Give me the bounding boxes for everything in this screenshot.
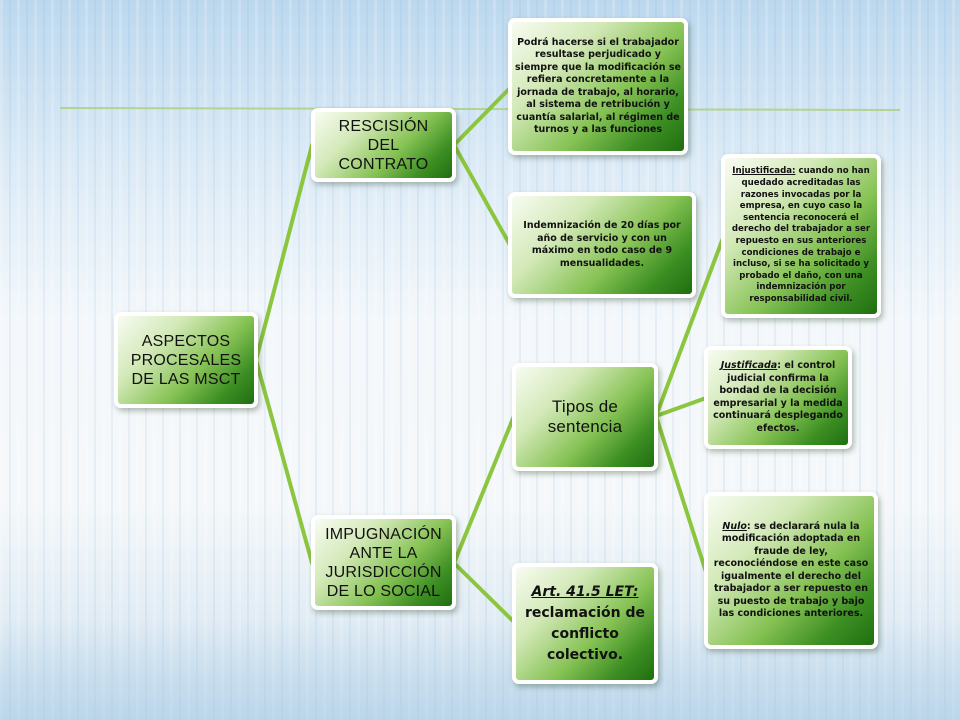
node-nulo: Nulo: se declarará nula la modificación …	[704, 492, 878, 649]
node-nulo-text: Nulo: se declarará nula la modificación …	[711, 521, 871, 621]
connector-rescision-indemnizacion	[452, 143, 512, 247]
connector-impugnacion-art	[452, 561, 516, 624]
connector-root-rescision	[254, 143, 314, 362]
decorative-horizontal-line	[59, 107, 901, 111]
node-podra: Podrá hacerse si el trabajador resultase…	[508, 18, 688, 155]
node-impugnacion-label: IMPUGNACIÓN ANTE LA JURISDICCIÓN DE LO S…	[325, 525, 442, 600]
node-podra-label: Podrá hacerse si el trabajador resultase…	[515, 36, 681, 136]
node-rescision-label: RESCISIÓN DEL CONTRATO	[338, 117, 429, 173]
node-nulo-prefix: Nulo	[722, 520, 747, 532]
node-art-text: Art. 41.5 LET: reclamación de conflicto …	[520, 582, 650, 666]
connector-tipos-nulo	[654, 414, 708, 574]
node-tipos-label: Tipos de sentencia	[547, 397, 623, 436]
node-art: Art. 41.5 LET: reclamación de conflicto …	[512, 563, 658, 684]
connector-tipos-justificada	[654, 396, 708, 418]
node-justificada: Justificada: el control judicial confirm…	[704, 346, 852, 449]
node-injustificada-label: cuando no han quedado acreditadas las ra…	[731, 166, 871, 304]
node-art-label: reclamación de conflicto colectivo.	[524, 604, 646, 663]
node-justificada-text: Justificada: el control judicial confirm…	[708, 360, 848, 435]
node-impugnacion: IMPUGNACIÓN ANTE LA JURISDICCIÓN DE LO S…	[311, 515, 456, 610]
node-justificada-prefix: Justificada	[720, 360, 778, 371]
node-tipos: Tipos de sentencia	[512, 363, 658, 471]
node-injustificada-text: Injustificada: cuando no han quedado acr…	[727, 166, 875, 305]
node-injustificada: Injustificada: cuando no han quedado acr…	[721, 154, 881, 318]
node-injustificada-prefix: Injustificada:	[732, 166, 796, 177]
connector-impugnacion-tipos	[452, 414, 516, 565]
connector-tipos-injustificada	[654, 236, 725, 418]
node-indemnizacion: Indemnización de 20 días por año de serv…	[508, 192, 696, 298]
node-root-label: ASPECTOS PROCESALES DE LAS MSCT	[130, 332, 242, 388]
connector-rescision-podra	[452, 86, 512, 147]
node-art-prefix: Art. 41.5 LET:	[531, 583, 639, 600]
connector-root-impugnacion	[254, 358, 314, 565]
node-indemnizacion-label: Indemnización de 20 días por año de serv…	[523, 220, 681, 269]
node-justificada-label: : el control judicial confirma la bondad…	[713, 360, 843, 434]
node-rescision: RESCISIÓN DEL CONTRATO	[311, 108, 456, 182]
node-nulo-label: : se declarará nula la modificación adop…	[713, 520, 869, 620]
node-root: ASPECTOS PROCESALES DE LAS MSCT	[114, 312, 258, 408]
